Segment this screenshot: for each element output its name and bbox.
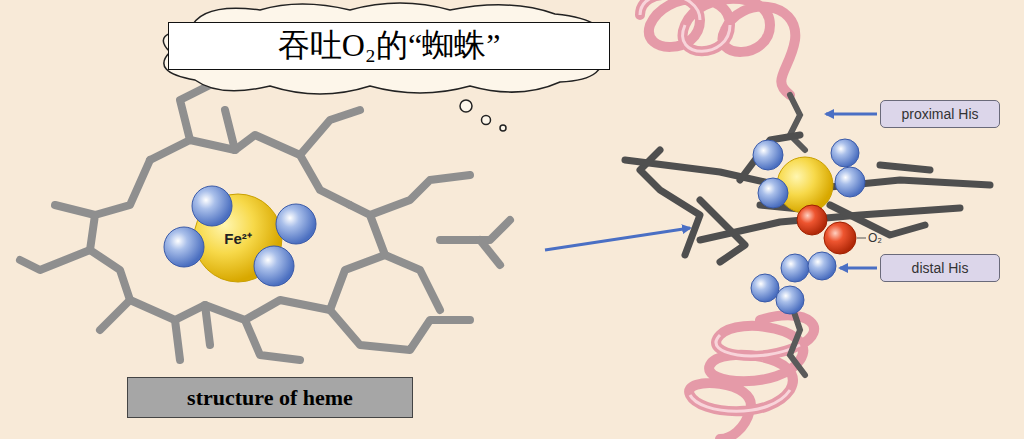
leader-line [857, 238, 866, 239]
pointer-arrow [545, 228, 690, 250]
nitrogen-atoms [164, 186, 316, 286]
callout-box: proximal His [880, 100, 1000, 128]
callout-box: distal His [880, 254, 1000, 282]
molecule-label: O₂ [868, 231, 882, 245]
atom-label: Fe²⁺ [224, 228, 252, 248]
heme-side-view [625, 135, 990, 262]
caption-box: structure of heme [127, 377, 413, 418]
pointer-arrow [826, 113, 877, 116]
node-text: structure of heme [187, 385, 353, 411]
heme-skeleton [20, 85, 510, 360]
node-text: 吞吐O₂的“蜘蛛” [278, 24, 501, 68]
pointer-arrow [840, 267, 877, 270]
title-box: 吞吐O₂的“蜘蛛” [168, 22, 610, 70]
proximal-histidine [790, 95, 805, 150]
helix-highlight [640, 0, 800, 411]
node-text: distal His [912, 260, 969, 276]
nitrogen-atoms [753, 139, 865, 208]
oxygen-molecule [797, 205, 856, 254]
distal-histidine [751, 252, 836, 375]
node-text: proximal His [901, 106, 978, 122]
